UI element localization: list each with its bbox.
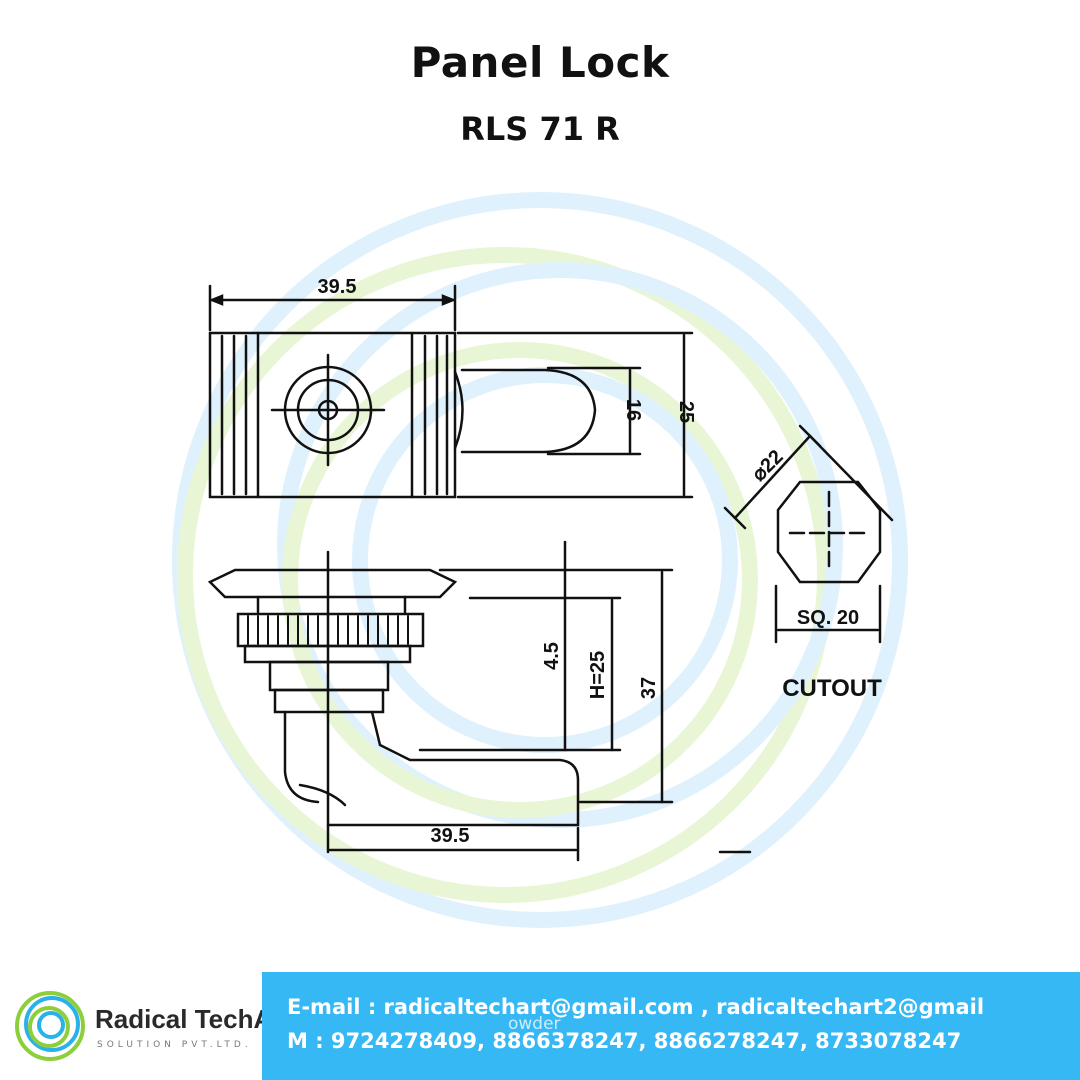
- brand-tagline: SOLUTION PVT.LTD.: [97, 1040, 252, 1050]
- bottom-width-label: 39.5: [431, 825, 470, 847]
- cutout-view: [723, 424, 894, 644]
- watermark-rings: [172, 192, 908, 928]
- brand-name: Radical TechArt: [95, 1004, 292, 1034]
- page-title: Panel Lock: [410, 38, 670, 87]
- side-dim-a-label: 4.5: [541, 642, 563, 670]
- side-view: [207, 540, 752, 862]
- email-line: E-mail : radicaltechart@gmail.com , radi…: [287, 995, 985, 1019]
- side-dim-h-label: H=25: [587, 651, 609, 699]
- cutout-square-label: SQ. 20: [797, 607, 859, 629]
- contact-band: [262, 972, 1080, 1080]
- cutout-label: CUTOUT: [782, 675, 882, 702]
- top-height-label: 25: [675, 401, 697, 423]
- top-height-small-label: 16: [622, 399, 644, 421]
- overlay-text: owder: [508, 1014, 561, 1034]
- cutout-diameter-label: ⌀22: [748, 446, 788, 486]
- model-number: RLS 71 R: [460, 110, 620, 148]
- top-width-label: 39.5: [318, 276, 357, 298]
- top-view: [208, 284, 694, 499]
- side-dim-total-label: 37: [638, 677, 660, 699]
- mobile-line: M : 9724278409, 8866378247, 8866278247, …: [287, 1029, 962, 1053]
- company-logo-icon: [15, 991, 85, 1061]
